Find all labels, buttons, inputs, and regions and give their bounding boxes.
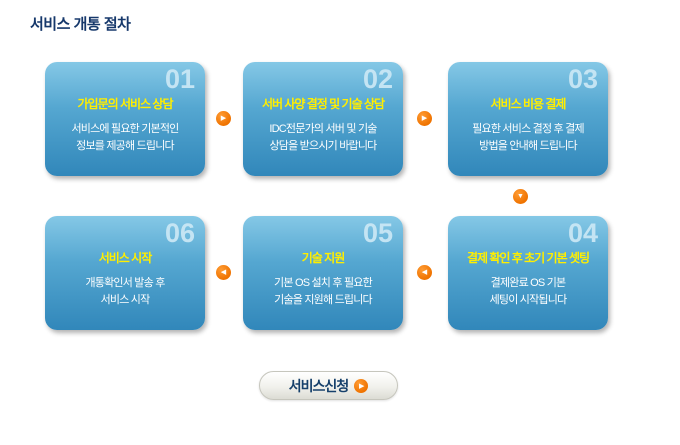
arrow-right-icon: ▶ xyxy=(354,378,369,393)
step-title: 서버 사양 결정 및 기술 상담 xyxy=(261,97,385,111)
step-title: 결제 확인 후 초기 기본 셋팅 xyxy=(466,251,590,265)
step-title: 서비스 시작 xyxy=(98,251,153,265)
page-title: 서비스 개통 절차 xyxy=(30,16,131,33)
step-title: 서비스 비용 결제 xyxy=(490,97,567,111)
step-card-03: 03 서비스 비용 결제 필요한 서비스 결정 후 결제 방법을 안내해 드립니… xyxy=(448,62,608,176)
step-number: 04 xyxy=(567,218,598,248)
step-description: 개통확인서 발송 후 서비스 시작 xyxy=(85,277,165,306)
step-card-05: 05 기술 지원 기본 OS 설치 후 필요한 기술을 지원해 드립니다 xyxy=(243,216,403,330)
arrow-right-icon: ▶ xyxy=(216,111,231,126)
step-number: 06 xyxy=(164,218,195,248)
step-number: 03 xyxy=(567,64,598,94)
step-description: IDC전문가의 서버 및 기술 상담을 받으시기 바랍니다 xyxy=(269,123,377,152)
step-description: 필요한 서비스 결정 후 결제 방법을 안내해 드립니다 xyxy=(472,123,584,152)
step-description: 서비스에 필요한 기본적인 정보를 제공해 드립니다 xyxy=(71,123,179,152)
apply-service-button[interactable]: 서비스신청 ▶ xyxy=(259,371,398,400)
arrow-left-icon: ◀ xyxy=(216,265,231,280)
step-number: 05 xyxy=(362,218,393,248)
arrow-right-icon: ▶ xyxy=(417,111,432,126)
step-title: 가입문의 서비스 상담 xyxy=(77,97,173,111)
step-title: 기술 지원 xyxy=(301,251,346,265)
arrow-left-icon: ◀ xyxy=(417,265,432,280)
step-description: 결제완료 OS 기본 세팅이 시작됩니다 xyxy=(489,277,568,306)
step-card-02: 02 서버 사양 결정 및 기술 상담 IDC전문가의 서버 및 기술 상담을 … xyxy=(243,62,403,176)
step-number: 02 xyxy=(362,64,393,94)
step-description: 기본 OS 설치 후 필요한 기술을 지원해 드립니다 xyxy=(274,277,373,306)
step-card-01: 01 가입문의 서비스 상담 서비스에 필요한 기본적인 정보를 제공해 드립니… xyxy=(45,62,205,176)
step-card-06: 06 서비스 시작 개통확인서 발송 후 서비스 시작 xyxy=(45,216,205,330)
arrow-down-icon: ▼ xyxy=(513,189,528,204)
step-card-04: 04 결제 확인 후 초기 기본 셋팅 결제완료 OS 기본 세팅이 시작됩니다 xyxy=(448,216,608,330)
apply-button-label: 서비스신청 xyxy=(288,377,349,394)
step-number: 01 xyxy=(164,64,195,94)
